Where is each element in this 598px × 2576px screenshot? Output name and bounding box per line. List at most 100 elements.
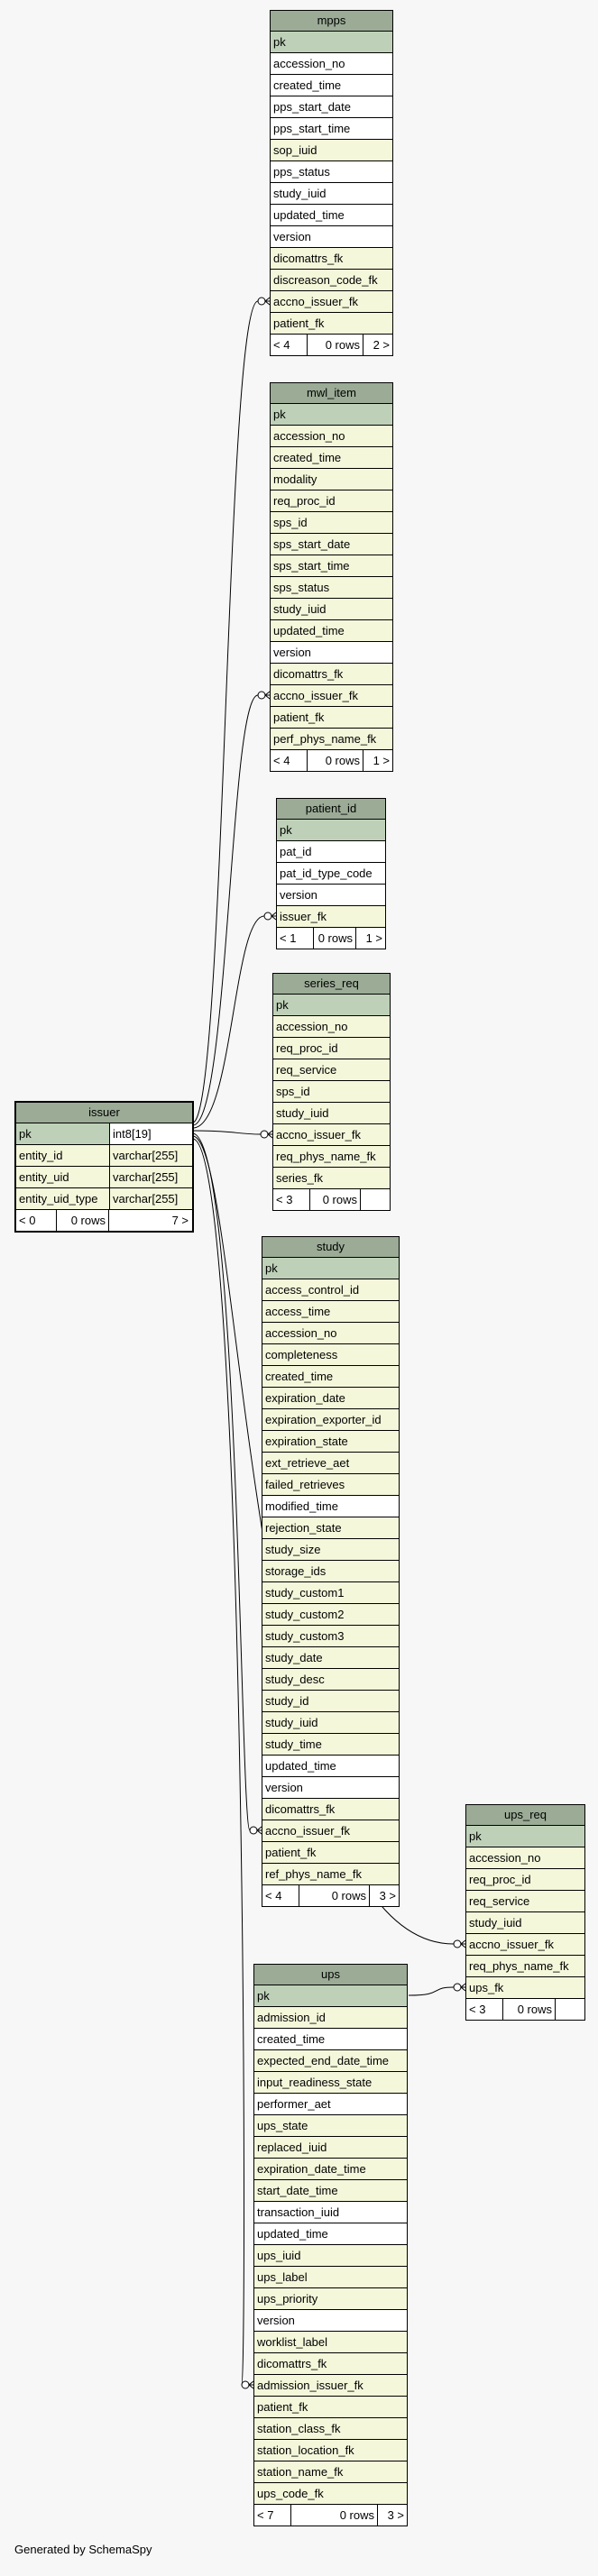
column-patient-fk[interactable]: patient_fk: [254, 2397, 407, 2418]
column-start-date-time[interactable]: start_date_time: [254, 2180, 407, 2202]
column-admission-id[interactable]: admission_id: [254, 2007, 407, 2029]
column-sps-status[interactable]: sps_status: [271, 577, 392, 599]
column-study-iuid[interactable]: study_iuid: [271, 183, 392, 205]
column-sps-id[interactable]: sps_id: [273, 1081, 390, 1103]
column-ups-fk[interactable]: ups_fk: [466, 1977, 584, 1999]
column-pat-id[interactable]: pat_id: [277, 841, 385, 863]
column-series-fk[interactable]: series_fk: [273, 1168, 390, 1189]
column-version[interactable]: version: [271, 226, 392, 248]
column-updated-time[interactable]: updated_time: [271, 620, 392, 642]
column-performer-aet[interactable]: performer_aet: [254, 2094, 407, 2115]
column-version[interactable]: version: [277, 885, 385, 906]
column-pps-start-date[interactable]: pps_start_date: [271, 96, 392, 118]
column-pk[interactable]: pk: [254, 1985, 407, 2007]
column-worklist-label[interactable]: worklist_label: [254, 2332, 407, 2353]
column-study-custom1[interactable]: study_custom1: [262, 1582, 399, 1604]
column-dicomattrs-fk[interactable]: dicomattrs_fk: [254, 2353, 407, 2375]
column-failed-retrieves[interactable]: failed_retrieves: [262, 1474, 399, 1496]
column-issuer-fk[interactable]: issuer_fk: [277, 906, 385, 928]
column-expected-end-date-time[interactable]: expected_end_date_time: [254, 2050, 407, 2072]
column-input-readiness-state[interactable]: input_readiness_state: [254, 2072, 407, 2094]
column-accession-no[interactable]: accession_no: [271, 426, 392, 447]
column-study-desc[interactable]: study_desc: [262, 1669, 399, 1691]
column-dicomattrs-fk[interactable]: dicomattrs_fk: [262, 1799, 399, 1820]
column-station-location-fk[interactable]: station_location_fk: [254, 2440, 407, 2461]
column-patient-fk[interactable]: patient_fk: [271, 313, 392, 335]
column-patient-fk[interactable]: patient_fk: [262, 1842, 399, 1864]
column-req-proc-id[interactable]: req_proc_id: [273, 1038, 390, 1059]
column-dicomattrs-fk[interactable]: dicomattrs_fk: [271, 248, 392, 270]
column-sop-iuid[interactable]: sop_iuid: [271, 140, 392, 161]
column-study-size[interactable]: study_size: [262, 1539, 399, 1561]
column-accno-issuer-fk[interactable]: accno_issuer_fk: [262, 1820, 399, 1842]
column-perf-phys-name-fk[interactable]: perf_phys_name_fk: [271, 729, 392, 750]
column-pk[interactable]: pk: [273, 995, 390, 1016]
column-pps-start-time[interactable]: pps_start_time: [271, 118, 392, 140]
column-ups-code-fk[interactable]: ups_code_fk: [254, 2483, 407, 2505]
column-rejection-state[interactable]: rejection_state: [262, 1517, 399, 1539]
column-study-iuid[interactable]: study_iuid: [273, 1103, 390, 1124]
column-ref-phys-name-fk[interactable]: ref_phys_name_fk: [262, 1864, 399, 1885]
column-expiration-date-time[interactable]: expiration_date_time: [254, 2159, 407, 2180]
column-accession-no[interactable]: accession_no: [262, 1323, 399, 1344]
column-access-time[interactable]: access_time: [262, 1301, 399, 1323]
column-req-phys-name-fk[interactable]: req_phys_name_fk: [273, 1146, 390, 1168]
column-completeness[interactable]: completeness: [262, 1344, 399, 1366]
column-expiration-date[interactable]: expiration_date: [262, 1388, 399, 1409]
column-accno-issuer-fk[interactable]: accno_issuer_fk: [273, 1124, 390, 1146]
column-accession-no[interactable]: accession_no: [271, 53, 392, 75]
column-replaced-iuid[interactable]: replaced_iuid: [254, 2137, 407, 2159]
column-expiration-exporter-id[interactable]: expiration_exporter_id: [262, 1409, 399, 1431]
column-study-custom3[interactable]: study_custom3: [262, 1626, 399, 1647]
column-study-id[interactable]: study_id: [262, 1691, 399, 1712]
column-ups-state[interactable]: ups_state: [254, 2115, 407, 2137]
column-transaction-iuid[interactable]: transaction_iuid: [254, 2202, 407, 2223]
column-study-custom2[interactable]: study_custom2: [262, 1604, 399, 1626]
column-ups-label[interactable]: ups_label: [254, 2267, 407, 2288]
column-pk[interactable]: pk: [271, 404, 392, 426]
column-patient-fk[interactable]: patient_fk: [271, 707, 392, 729]
column-created-time[interactable]: created_time: [271, 447, 392, 469]
column-accno-issuer-fk[interactable]: accno_issuer_fk: [271, 291, 392, 313]
column-pk[interactable]: pk: [277, 820, 385, 841]
column-pps-status[interactable]: pps_status: [271, 161, 392, 183]
column-version[interactable]: version: [271, 642, 392, 664]
column-accession-no[interactable]: accession_no: [466, 1847, 584, 1869]
column-discreason-code-fk[interactable]: discreason_code_fk: [271, 270, 392, 291]
column-pk[interactable]: pk: [262, 1258, 399, 1279]
column-ext-retrieve-aet[interactable]: ext_retrieve_aet: [262, 1453, 399, 1474]
column-modality[interactable]: modality: [271, 469, 392, 490]
column-req-service[interactable]: req_service: [273, 1059, 390, 1081]
column-sps-start-date[interactable]: sps_start_date: [271, 534, 392, 555]
column-station-name-fk[interactable]: station_name_fk: [254, 2461, 407, 2483]
column-station-class-fk[interactable]: station_class_fk: [254, 2418, 407, 2440]
column-ups-iuid[interactable]: ups_iuid: [254, 2245, 407, 2267]
column-ups-priority[interactable]: ups_priority: [254, 2288, 407, 2310]
column-updated-time[interactable]: updated_time: [271, 205, 392, 226]
column-created-time[interactable]: created_time: [254, 2029, 407, 2050]
column-created-time[interactable]: created_time: [271, 75, 392, 96]
column-accno-issuer-fk[interactable]: accno_issuer_fk: [466, 1934, 584, 1956]
column-study-iuid[interactable]: study_iuid: [271, 599, 392, 620]
column-study-time[interactable]: study_time: [262, 1734, 399, 1756]
column-version[interactable]: version: [262, 1777, 399, 1799]
column-study-iuid[interactable]: study_iuid: [466, 1912, 584, 1934]
column-req-proc-id[interactable]: req_proc_id: [271, 490, 392, 512]
column-study-date[interactable]: study_date: [262, 1647, 399, 1669]
column-expiration-state[interactable]: expiration_state: [262, 1431, 399, 1453]
column-pk[interactable]: pk: [466, 1826, 584, 1847]
column-dicomattrs-fk[interactable]: dicomattrs_fk: [271, 664, 392, 685]
column-updated-time[interactable]: updated_time: [254, 2223, 407, 2245]
column-storage-ids[interactable]: storage_ids: [262, 1561, 399, 1582]
column-version[interactable]: version: [254, 2310, 407, 2332]
